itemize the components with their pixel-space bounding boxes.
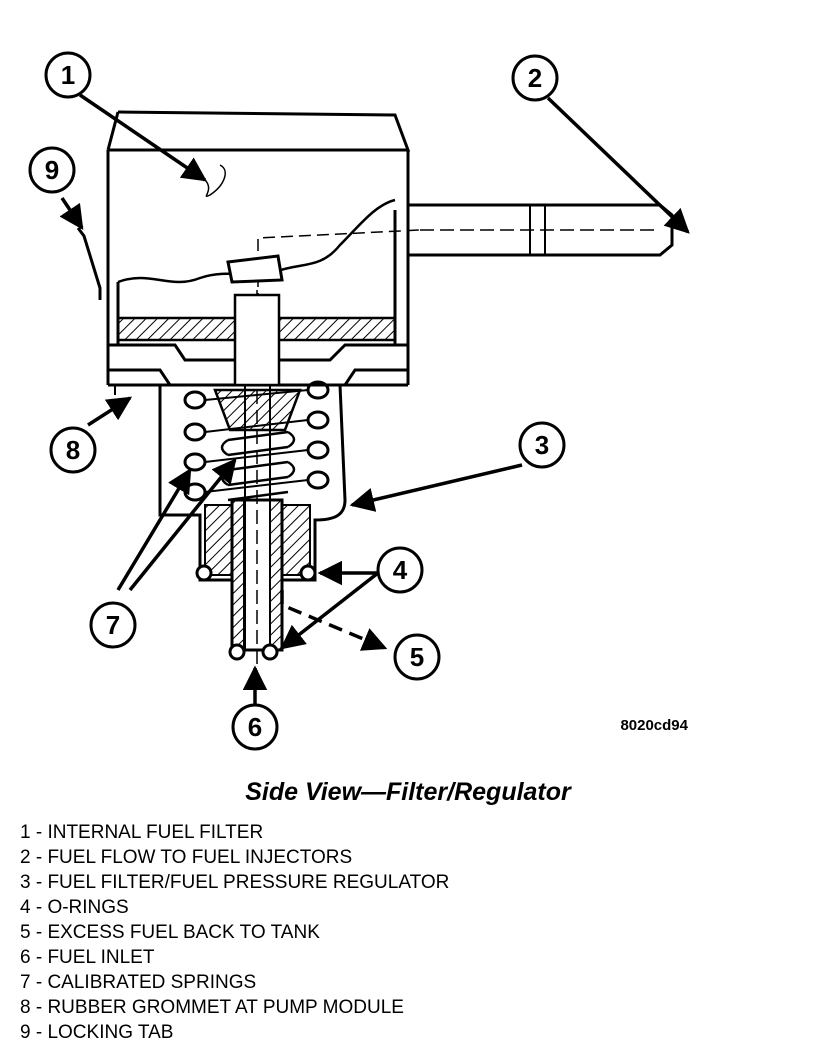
- legend-item: 1 - INTERNAL FUEL FILTER: [20, 822, 264, 843]
- housing-wall-left: [204, 504, 233, 576]
- valve-seat: [213, 293, 302, 432]
- inner-spring: [220, 430, 296, 502]
- leader-3: [349, 463, 523, 512]
- leader-lines: [59, 93, 690, 705]
- leader-1: [79, 93, 208, 182]
- svg-text:9: 9: [45, 155, 59, 185]
- legend-item: 8 - RUBBER GROMMET AT PUMP MODULE: [20, 997, 404, 1018]
- outlet-tube: [408, 203, 674, 257]
- leader-9: [59, 197, 84, 231]
- svg-text:4: 4: [393, 555, 408, 585]
- svg-text:1: 1: [61, 60, 75, 90]
- inlet-wall-left: [231, 499, 245, 651]
- callout-5: 5: [393, 633, 441, 681]
- flow-path: [257, 229, 421, 305]
- legend-item: 3 - FUEL FILTER/FUEL PRESSURE REGULATOR: [20, 872, 450, 893]
- callout-6: 6: [231, 703, 279, 751]
- leader-1-tail: [204, 164, 226, 197]
- svg-text:8: 8: [66, 435, 80, 465]
- inlet-wall-right: [269, 499, 283, 651]
- callout-1: 1: [44, 51, 92, 99]
- legend-item: 5 - EXCESS FUEL BACK TO TANK: [20, 922, 320, 943]
- leader-7a: [116, 467, 192, 591]
- svg-text:5: 5: [410, 642, 424, 672]
- leader-7b: [128, 458, 237, 592]
- legend-item: 4 - O-RINGS: [20, 897, 129, 918]
- callout-2: 2: [511, 54, 559, 102]
- svg-text:2: 2: [528, 63, 542, 93]
- callout-8: 8: [49, 426, 97, 474]
- leader-2: [546, 96, 690, 234]
- outer-spring: [183, 380, 330, 502]
- figure-id: 8020cd94: [620, 717, 688, 734]
- callout-3: 3: [518, 421, 566, 469]
- legend-item: 2 - FUEL FLOW TO FUEL INJECTORS: [20, 847, 353, 868]
- legend-list: 1 - INTERNAL FUEL FILTER 2 - FUEL FLOW T…: [20, 820, 449, 1045]
- legend-item: 7 - CALIBRATED SPRINGS: [20, 972, 257, 993]
- legend-item: 9 - LOCKING TAB: [20, 1022, 174, 1043]
- svg-text:3: 3: [535, 430, 549, 460]
- leader-8: [87, 396, 133, 427]
- housing-wall-right: [281, 504, 311, 576]
- filter-regulator-diagram: 1 2 3 4 5 6 7 8 9 8020cd94: [28, 51, 690, 751]
- svg-text:7: 7: [106, 610, 120, 640]
- leader-5: [280, 590, 388, 651]
- callout-7: 7: [89, 601, 137, 649]
- callout-9: 9: [28, 146, 76, 194]
- o-rings: [195, 564, 317, 661]
- figure-caption: Side View—Filter/Regulator: [245, 778, 571, 806]
- valve-cap: [226, 254, 284, 284]
- callout-4: 4: [376, 546, 424, 594]
- legend-item: 6 - FUEL INLET: [20, 947, 155, 968]
- leader-4b: [280, 571, 380, 650]
- svg-text:6: 6: [248, 712, 262, 742]
- locking-tab: [76, 227, 102, 300]
